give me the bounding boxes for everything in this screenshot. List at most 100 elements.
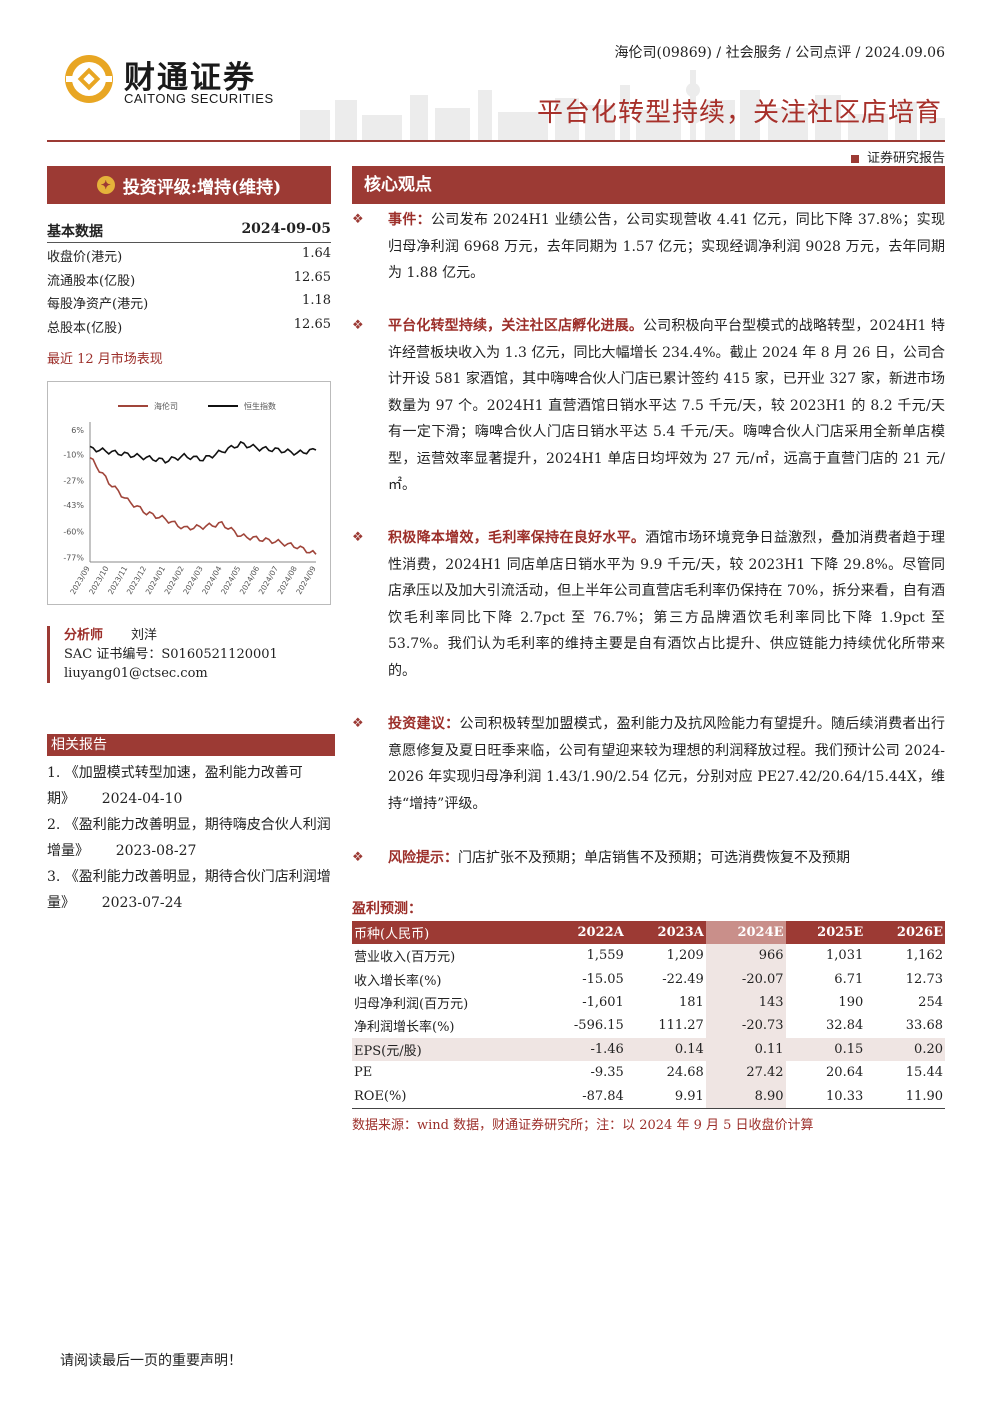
table-cell: ROE(%)	[352, 1084, 541, 1109]
core-view-bar: 核心观点	[352, 166, 945, 204]
key-data-title: 基本数据	[47, 224, 103, 240]
table-cell: 归母净利润(百万元)	[354, 996, 469, 1012]
table-cell: -20.07	[705, 967, 786, 991]
key-data-row: 每股净资产(港元) 1.18	[47, 293, 331, 312]
y-tick-label: -60%	[63, 527, 84, 536]
table-cell: 12.73	[905, 971, 943, 987]
key-data-row: 总股本(亿股) 12.65	[47, 317, 331, 336]
related-report-date: 2024-04-10	[101, 791, 183, 807]
y-tick-label: -77%	[63, 553, 84, 562]
series-line	[89, 440, 317, 464]
analyst-name: 刘洋	[131, 628, 158, 643]
table-cell: 11.90	[865, 1084, 945, 1109]
related-report-title[interactable]: 3. 《盈利能力改善明显，期待合伙门店利润增量》	[47, 869, 331, 911]
paragraph-body: 公司积极转型加盟模式，盈利能力及抗风险能力有望提升。随后续消费者出行意愿修复及夏…	[388, 716, 946, 812]
table-cell: 0.15	[785, 1037, 866, 1061]
profit-forecast-title: 盈利预测：	[352, 901, 422, 917]
key-data-header: 基本数据 2024-09-05	[47, 221, 331, 241]
table-cell: 32.84	[826, 1018, 864, 1034]
table-cell: -1.46	[540, 1037, 626, 1061]
table-cell: 111.27	[658, 1018, 704, 1034]
paragraph-body: 公司积极向平台型模式的战略转型，2024H1 特许经营板块收入为 1.3 亿元，…	[388, 318, 945, 493]
table-cell: 收入增长率(%)	[354, 973, 442, 989]
key-data-label: 流通股本(亿股)	[47, 274, 136, 289]
key-data-label: 总股本(亿股)	[47, 321, 123, 336]
table-cell: 8.90	[705, 1084, 786, 1109]
y-tick-label: -10%	[63, 451, 84, 460]
table-header-row: 币种(人民币) 2022A 2023A 2024E 2025E 2026E	[352, 921, 945, 944]
paragraph-body: 酒馆市场环境竞争日益激烈，叠加消费者趋于理性消费，2024H1 同店单店日销水平…	[388, 530, 946, 679]
key-data-value: 12.65	[293, 270, 331, 285]
table-header-cell: 2025E	[785, 921, 866, 944]
table-cell: 6.71	[834, 971, 864, 987]
table-cell: 净利润增长率(%)	[354, 1020, 455, 1036]
key-data-date: 2024-09-05	[241, 221, 331, 237]
table-cell: 1,031	[826, 948, 864, 964]
key-data-row: 流通股本(亿股) 12.65	[47, 270, 331, 289]
report-type-label: 证券研究报告	[866, 151, 945, 166]
table-cell: 190	[838, 994, 864, 1010]
table-cell: 254	[918, 994, 943, 1010]
key-data-value: 12.65	[293, 317, 331, 332]
table-header-cell: 2023A	[625, 921, 706, 944]
table-cell: PE	[354, 1065, 373, 1081]
table-cell: 24.68	[666, 1065, 704, 1081]
table-cell: 33.68	[905, 1018, 943, 1034]
table-cell: -9.35	[590, 1065, 624, 1081]
square-bullet-icon	[850, 154, 859, 163]
key-data-value: 1.18	[302, 293, 331, 308]
legend-label: 恒生指数	[244, 401, 276, 411]
investment-paragraph: ❖ 投资建议：公司积极转型加盟模式，盈利能力及抗风险能力有望提升。随后续消费者出…	[352, 711, 945, 817]
related-report-item[interactable]: 2. 《盈利能力改善明显，期待嗨皮合伙人利润增量》 2023-08-27	[47, 812, 335, 864]
table-cell: 27.42	[705, 1060, 786, 1085]
logo-text-en: CAITONG SECURITIES	[124, 91, 274, 106]
key-data-value: 1.64	[302, 246, 331, 261]
related-report-title[interactable]: 2. 《盈利能力改善明显，期待嗨皮合伙人利润增量》	[47, 817, 331, 859]
analyst-email[interactable]: liuyang01@ctsec.com	[64, 666, 208, 681]
medal-icon: ✦	[96, 176, 115, 194]
paragraph-heading: 平台化转型持续，关注社区店孵化进展。	[388, 318, 643, 334]
paragraph-heading: 事件：	[388, 212, 431, 228]
related-report-title[interactable]: 1. 《加盟模式转型加速，盈利能力改善可期》	[47, 765, 303, 807]
table-header-cell: 币种(人民币)	[352, 921, 541, 944]
disclaimer-footer: 请阅读最后一页的重要声明！	[60, 1353, 242, 1369]
paragraph-heading: 积极降本增效，毛利率保持在良好水平。	[388, 530, 646, 546]
table-cell: 181	[678, 994, 704, 1010]
key-data-row: 收盘价(港元) 1.64	[47, 246, 331, 265]
data-source-note: 数据来源：wind 数据，财通证券研究所；注：以 2024 年 9 月 5 日收…	[352, 1118, 814, 1133]
related-reports-list: 1. 《加盟模式转型加速，盈利能力改善可期》 2024-04-10 2. 《盈利…	[47, 760, 335, 916]
table-cell: -596.15	[573, 1018, 624, 1034]
table-cell: 966	[705, 944, 786, 968]
event-paragraph: ❖ 事件：公司发布 2024H1 业绩公告，公司实现营收 4.41 亿元，同比下…	[352, 207, 945, 287]
company-logo-icon	[65, 55, 113, 103]
table-cell: 1,559	[586, 948, 624, 964]
y-tick-label: -43%	[63, 501, 84, 510]
key-data-divider	[47, 242, 331, 243]
series-line	[89, 456, 317, 555]
paragraph-heading: 风险提示：	[388, 850, 458, 866]
skyline-decoration	[300, 70, 945, 142]
margin-paragraph: ❖ 积极降本增效，毛利率保持在良好水平。酒馆市场环境竞争日益激烈，叠加消费者趋于…	[352, 525, 945, 684]
table-cell: 1,209	[666, 948, 704, 964]
key-data-label: 收盘价(港元)	[47, 250, 123, 265]
table-cell: 20.64	[826, 1065, 864, 1081]
paragraph-body: 门店扩张不及预期；单店销售不及预期；可选消费恢复不及预期	[458, 850, 850, 866]
rating-bar: ✦ 投资评级:增持(维持)	[47, 166, 331, 204]
related-report-item[interactable]: 1. 《加盟模式转型加速，盈利能力改善可期》 2024-04-10	[47, 760, 335, 812]
table-cell: 0.14	[625, 1037, 706, 1061]
table-cell: 9.91	[625, 1084, 706, 1109]
table-cell: 0.11	[705, 1037, 786, 1061]
paragraph-heading: 投资建议：	[388, 716, 460, 732]
table-header-cell: 2024E	[705, 921, 786, 944]
table-cell: -1,601	[582, 994, 624, 1010]
related-report-item[interactable]: 3. 《盈利能力改善明显，期待合伙门店利润增量》 2023-07-24	[47, 864, 335, 916]
table-cell: -15.05	[582, 971, 624, 987]
market-performance-title: 最近 12 月市场表现	[47, 352, 163, 367]
